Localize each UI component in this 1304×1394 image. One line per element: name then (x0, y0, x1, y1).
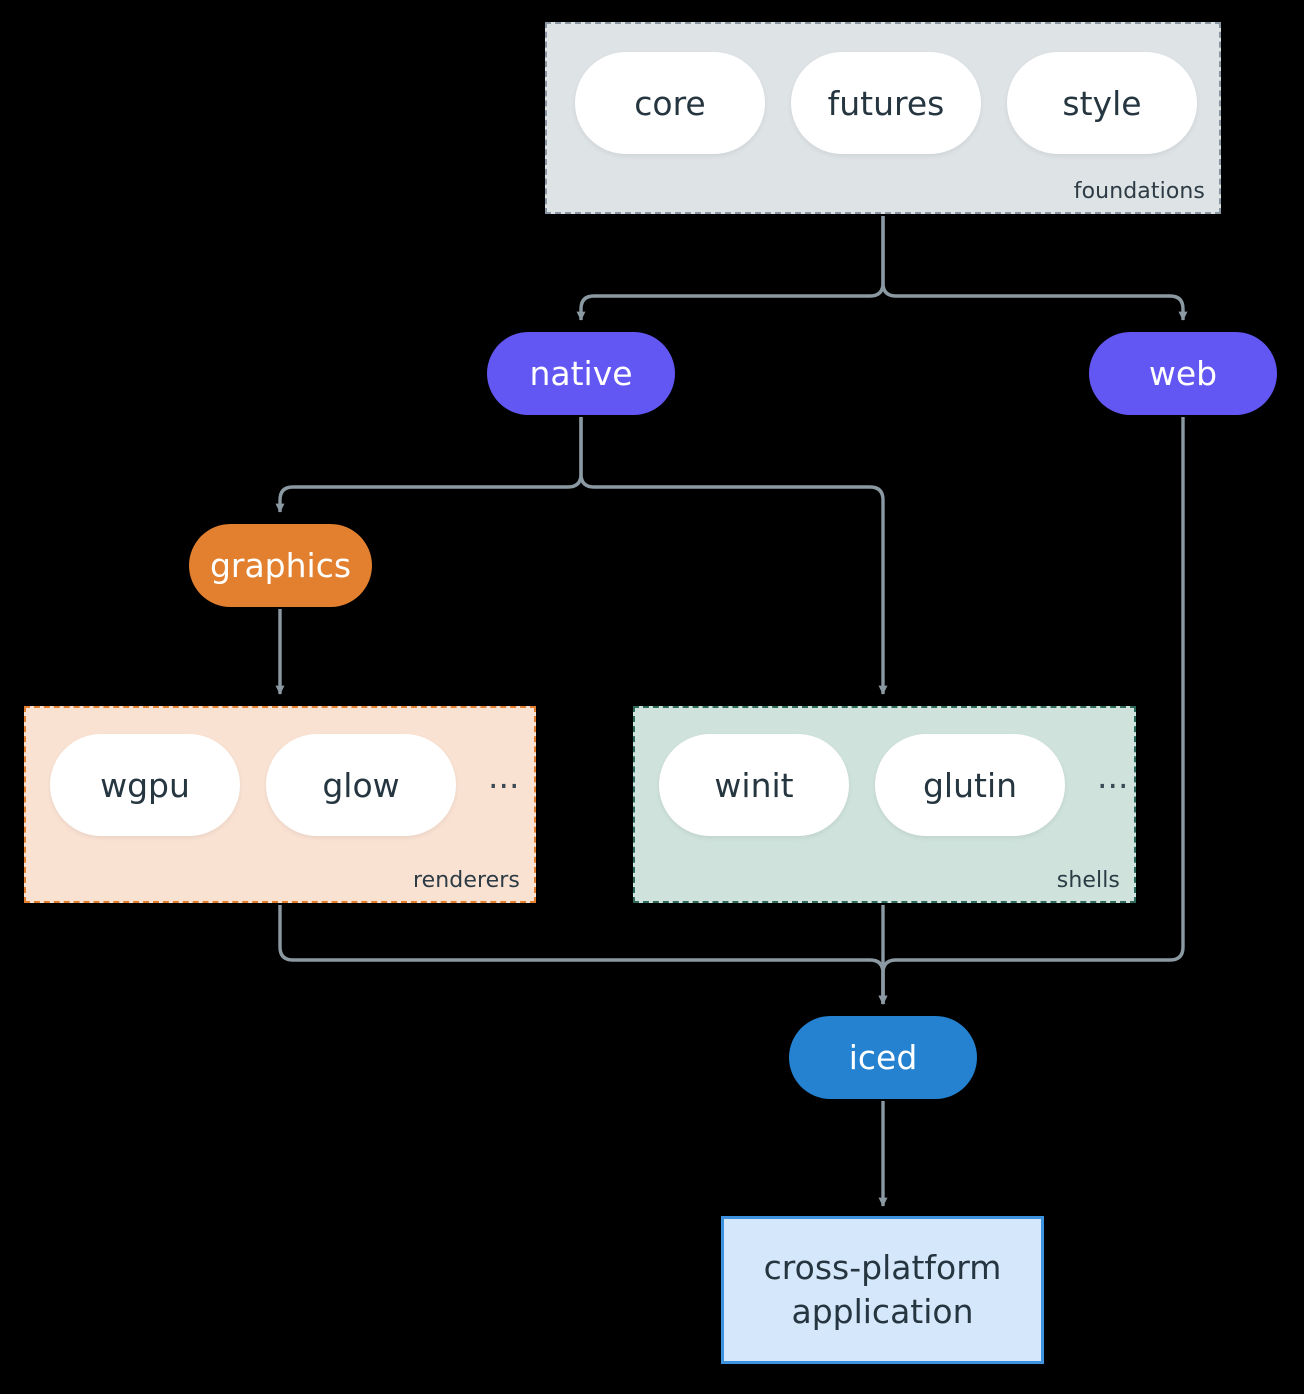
group-foundations: core futures style foundations (545, 22, 1221, 214)
application-line-2: application (791, 1292, 974, 1331)
renderers-item-list: wgpu glow ... (50, 734, 525, 836)
renderers-more-ellipsis: ... (488, 756, 520, 796)
foundations-item-list: core futures style (575, 52, 1197, 154)
group-renderers: wgpu glow ... renderers (24, 706, 536, 903)
node-cross-platform-application[interactable]: cross-platform application (721, 1216, 1044, 1364)
node-graphics[interactable]: graphics (189, 524, 372, 607)
application-line-1: cross-platform (763, 1248, 1002, 1288)
group-label-foundations: foundations (1073, 179, 1205, 204)
node-iced[interactable]: iced (789, 1016, 977, 1099)
renderers-item-wgpu[interactable]: wgpu (50, 734, 240, 836)
group-label-renderers: renderers (412, 868, 520, 893)
shells-item-winit[interactable]: winit (659, 734, 849, 836)
edge-foundations-web (881, 216, 1188, 321)
foundations-item-style[interactable]: style (1007, 52, 1197, 154)
group-shells: winit glutin ... shells (633, 706, 1136, 903)
edge-native-shells (579, 417, 888, 695)
group-label-shells: shells (1056, 868, 1120, 893)
edge-native-graphics (275, 417, 583, 513)
renderers-item-glow[interactable]: glow (266, 734, 456, 836)
foundations-item-futures[interactable]: futures (791, 52, 981, 154)
node-native[interactable]: native (487, 332, 675, 415)
shells-item-list: winit glutin ... (659, 734, 1134, 836)
shells-item-glutin[interactable]: glutin (875, 734, 1065, 836)
foundations-item-core[interactable]: core (575, 52, 765, 154)
edge-foundations-native (576, 216, 885, 321)
edge-renderers-iced (278, 905, 888, 1005)
node-web[interactable]: web (1089, 332, 1277, 415)
shells-more-ellipsis: ... (1097, 756, 1129, 796)
